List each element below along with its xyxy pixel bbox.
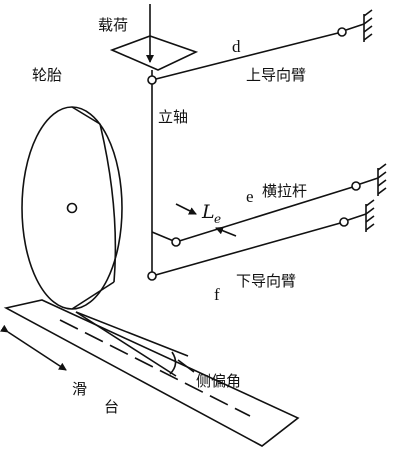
le-subscript: e	[214, 212, 221, 226]
slide-table-label-1: 滑	[72, 380, 87, 398]
upper-arm-outer-joint	[337, 27, 347, 37]
slip-angle-leader	[177, 359, 195, 373]
upper-arm-inner-joint	[147, 75, 157, 85]
point-e-label: e	[246, 187, 254, 206]
slip-angle-label: 侧偏角	[196, 372, 241, 390]
lower-arm-inner-joint	[147, 271, 157, 281]
le-symbol: L	[201, 201, 215, 223]
load-label: 载荷	[98, 16, 128, 34]
tie-rod-label: 横拉杆	[262, 182, 307, 200]
kingpin-label: 立轴	[158, 108, 188, 126]
lower-arm-outer-joint	[339, 217, 349, 227]
wheel-travel-line	[75, 311, 177, 377]
point-f-label: f	[214, 285, 220, 304]
point-d-label: d	[232, 37, 241, 56]
slip-angle-arc	[169, 351, 177, 375]
tire-label: 轮胎	[32, 66, 62, 84]
load-plate	[109, 35, 199, 71]
lower-arm-label: 下导向臂	[236, 272, 296, 290]
slide-table-label-2: 台	[104, 398, 119, 416]
tie-rod-outer-joint	[351, 181, 361, 191]
upper-guide-arm	[151, 31, 343, 81]
slide-table	[3, 299, 300, 447]
tie-rod-ground-fixture	[359, 163, 387, 196]
wheel-hub	[66, 202, 78, 214]
tire-back-rim	[99, 123, 117, 283]
lower-guide-arm	[151, 221, 345, 277]
tie-rod-inner-joint	[171, 237, 181, 247]
tire-top-edge	[71, 106, 101, 125]
tie-rod	[175, 185, 357, 243]
tire	[21, 106, 123, 310]
upper-arm-ground-fixture	[345, 9, 373, 42]
tire-bottom-edge	[71, 281, 115, 310]
le-arrow-upper	[175, 203, 197, 215]
upper-arm-label: 上导向臂	[246, 66, 306, 84]
lower-arm-ground-fixture	[347, 199, 375, 232]
wheel-heading-line	[75, 311, 189, 357]
slide-direction-arrow	[0, 324, 67, 371]
le-arrow-lower	[215, 226, 237, 237]
slide-centerline	[59, 319, 251, 417]
